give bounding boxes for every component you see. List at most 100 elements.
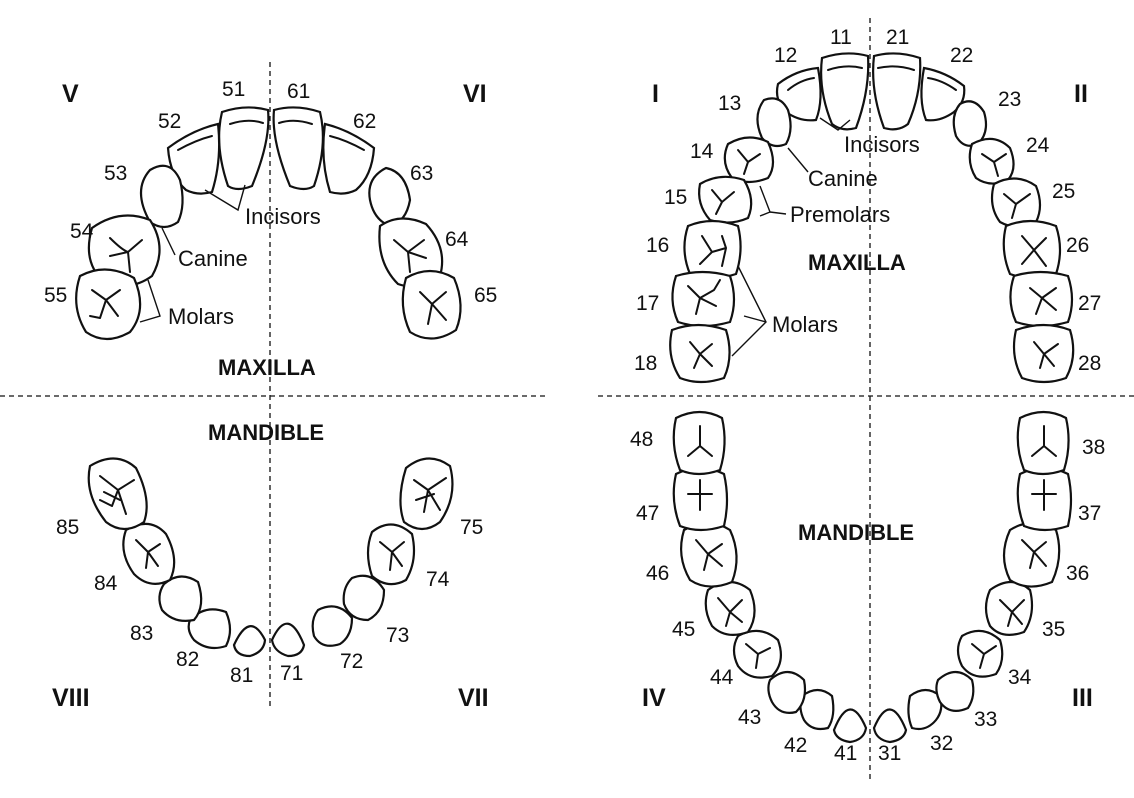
- tooth-44-label: 44: [710, 666, 734, 689]
- tooth-17-label: 17: [636, 292, 659, 315]
- tooth-33-label: 33: [974, 708, 997, 731]
- tooth-64-fissure: [393, 239, 427, 273]
- tooth-82: [187, 608, 232, 650]
- tooth-54-label: 54: [70, 220, 94, 243]
- tooth-81: [232, 625, 267, 658]
- tooth-82-label: 82: [176, 648, 199, 671]
- tooth-15-label: 15: [664, 186, 687, 209]
- tooth-18-fissure: [689, 341, 713, 369]
- tooth-26-fissure: [1021, 235, 1047, 267]
- tooth-72-label: 72: [340, 650, 363, 673]
- tooth-62-ridge: [329, 135, 365, 151]
- tooth-85-label: 85: [56, 516, 79, 539]
- primary-canine-leader: [161, 227, 176, 256]
- primary-incisors-leader: [204, 184, 246, 212]
- tooth-55-label: 55: [44, 284, 67, 307]
- tooth-11-ridge: [827, 65, 863, 71]
- tooth-81-label: 81: [230, 664, 253, 687]
- tooth-62: [322, 122, 376, 195]
- tooth-27-label: 27: [1078, 292, 1101, 315]
- tooth-48-label: 48: [630, 428, 653, 451]
- tooth-83: [158, 575, 203, 622]
- tooth-22-label: 22: [950, 44, 973, 67]
- quadrant-vii-label: VII: [458, 684, 489, 712]
- primary-maxilla-label: MAXILLA: [218, 355, 316, 380]
- tooth-38-label: 38: [1082, 436, 1105, 459]
- tooth-25-label: 25: [1052, 180, 1075, 203]
- tooth-28-label: 28: [1078, 352, 1101, 375]
- tooth-21: [872, 52, 922, 131]
- tooth-21-ridge: [877, 65, 915, 71]
- tooth-24-fissure: [981, 153, 1007, 177]
- tooth-16: [683, 219, 742, 280]
- tooth-14-fissure: [737, 149, 761, 175]
- quadrant-i-label: I: [652, 80, 659, 108]
- tooth-53-label: 53: [104, 162, 127, 185]
- tooth-41: [832, 708, 868, 744]
- tooth-13-label: 13: [718, 92, 741, 115]
- primary-maxilla-teeth: [75, 106, 462, 341]
- tooth-54-fissure: [109, 237, 143, 273]
- tooth-83-label: 83: [130, 622, 153, 645]
- tooth-46-label: 46: [646, 562, 669, 585]
- tooth-55-fissure: [89, 289, 121, 319]
- primary-canine-label: Canine: [178, 246, 248, 271]
- quadrant-ii-label: II: [1074, 80, 1088, 108]
- primary-dentition: V VI VIII VII MAXILLA MANDIBLE Incisors …: [0, 62, 545, 712]
- tooth-16-label: 16: [646, 234, 669, 257]
- tooth-52-ridge: [177, 135, 213, 151]
- permanent-premolars-leader: [759, 185, 787, 217]
- primary-leader-lines: [139, 184, 246, 323]
- tooth-23-label: 23: [998, 88, 1021, 111]
- tooth-75-fissure: [413, 477, 447, 513]
- tooth-35-label: 35: [1042, 618, 1065, 641]
- tooth-51-label: 51: [222, 78, 245, 101]
- tooth-48-fissure: [687, 425, 713, 457]
- tooth-11: [820, 52, 870, 131]
- quadrant-v-label: V: [62, 80, 79, 108]
- tooth-15-fissure: [711, 189, 735, 215]
- tooth-26: [1002, 219, 1062, 280]
- tooth-36-fissure: [1021, 539, 1047, 569]
- tooth-14: [723, 136, 775, 184]
- tooth-47-fissure: [687, 479, 713, 511]
- primary-molars-leader: [139, 279, 161, 323]
- tooth-53: [139, 164, 184, 229]
- primary-incisors-label: Incisors: [245, 204, 321, 229]
- tooth-51-ridge: [229, 119, 264, 125]
- tooth-34-label: 34: [1008, 666, 1032, 689]
- tooth-84-fissure: [135, 539, 161, 569]
- tooth-17-fissure: [687, 279, 721, 315]
- tooth-75-label: 75: [460, 516, 483, 539]
- tooth-34-fissure: [971, 643, 997, 669]
- quadrant-iv-label: IV: [642, 684, 666, 712]
- tooth-32-label: 32: [930, 732, 953, 755]
- tooth-27-fissure: [1029, 287, 1057, 315]
- permanent-maxilla-teeth: [669, 52, 1075, 384]
- tooth-47-label: 47: [636, 502, 659, 525]
- tooth-32: [907, 688, 943, 731]
- tooth-52-label: 52: [158, 110, 181, 133]
- tooth-45-label: 45: [672, 618, 695, 641]
- tooth-71-label: 71: [280, 662, 303, 685]
- permanent-maxilla-label: MAXILLA: [808, 250, 906, 275]
- tooth-43: [767, 670, 807, 714]
- tooth-44-fissure: [745, 643, 771, 669]
- permanent-canine-leader: [787, 147, 809, 173]
- primary-mandible-label: MANDIBLE: [208, 420, 324, 445]
- tooth-73-label: 73: [386, 624, 409, 647]
- tooth-71: [270, 622, 306, 658]
- tooth-38-fissure: [1031, 425, 1057, 457]
- tooth-28-fissure: [1033, 341, 1059, 369]
- permanent-dentition: I II IV III MAXILLA MANDIBLE Incisors Ca…: [598, 18, 1134, 780]
- tooth-37-fissure: [1031, 479, 1057, 511]
- tooth-12-label: 12: [774, 44, 797, 67]
- tooth-35-fissure: [999, 599, 1025, 627]
- tooth-22-ridge: [927, 77, 957, 91]
- permanent-incisors-leader: [819, 117, 851, 131]
- tooth-36: [1002, 521, 1061, 588]
- tooth-42: [799, 688, 835, 731]
- tooth-72: [311, 605, 354, 647]
- tooth-61: [272, 106, 324, 191]
